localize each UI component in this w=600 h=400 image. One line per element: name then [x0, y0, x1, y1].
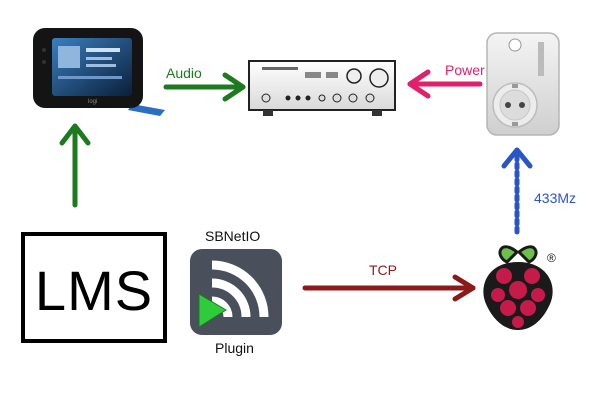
tcp-label: TCP — [369, 262, 397, 278]
squeezebox-touch-icon: logi — [33, 28, 165, 116]
lms-label: LMS — [34, 259, 154, 322]
amplifier-icon — [248, 60, 396, 116]
registered-mark: ® — [547, 251, 556, 265]
power-label: Power — [445, 62, 485, 78]
rf-label: 433Mz — [534, 190, 577, 206]
raspberry-pi-icon: ® — [483, 245, 556, 330]
lms-to-player-arrow — [59, 123, 91, 208]
tcp-arrow — [302, 274, 476, 302]
power-arrow — [407, 69, 483, 99]
plugin-caption: Plugin — [215, 340, 254, 356]
plugin-title: SBNetIO — [205, 228, 261, 244]
remote-power-socket-icon — [486, 32, 560, 136]
audio-label: Audio — [166, 65, 202, 81]
svg-text:logi: logi — [88, 99, 97, 105]
audio-arrow — [163, 72, 246, 102]
lms-node: LMS — [21, 232, 167, 343]
rf-arrow — [501, 147, 533, 235]
rss-play-icon — [190, 249, 282, 335]
